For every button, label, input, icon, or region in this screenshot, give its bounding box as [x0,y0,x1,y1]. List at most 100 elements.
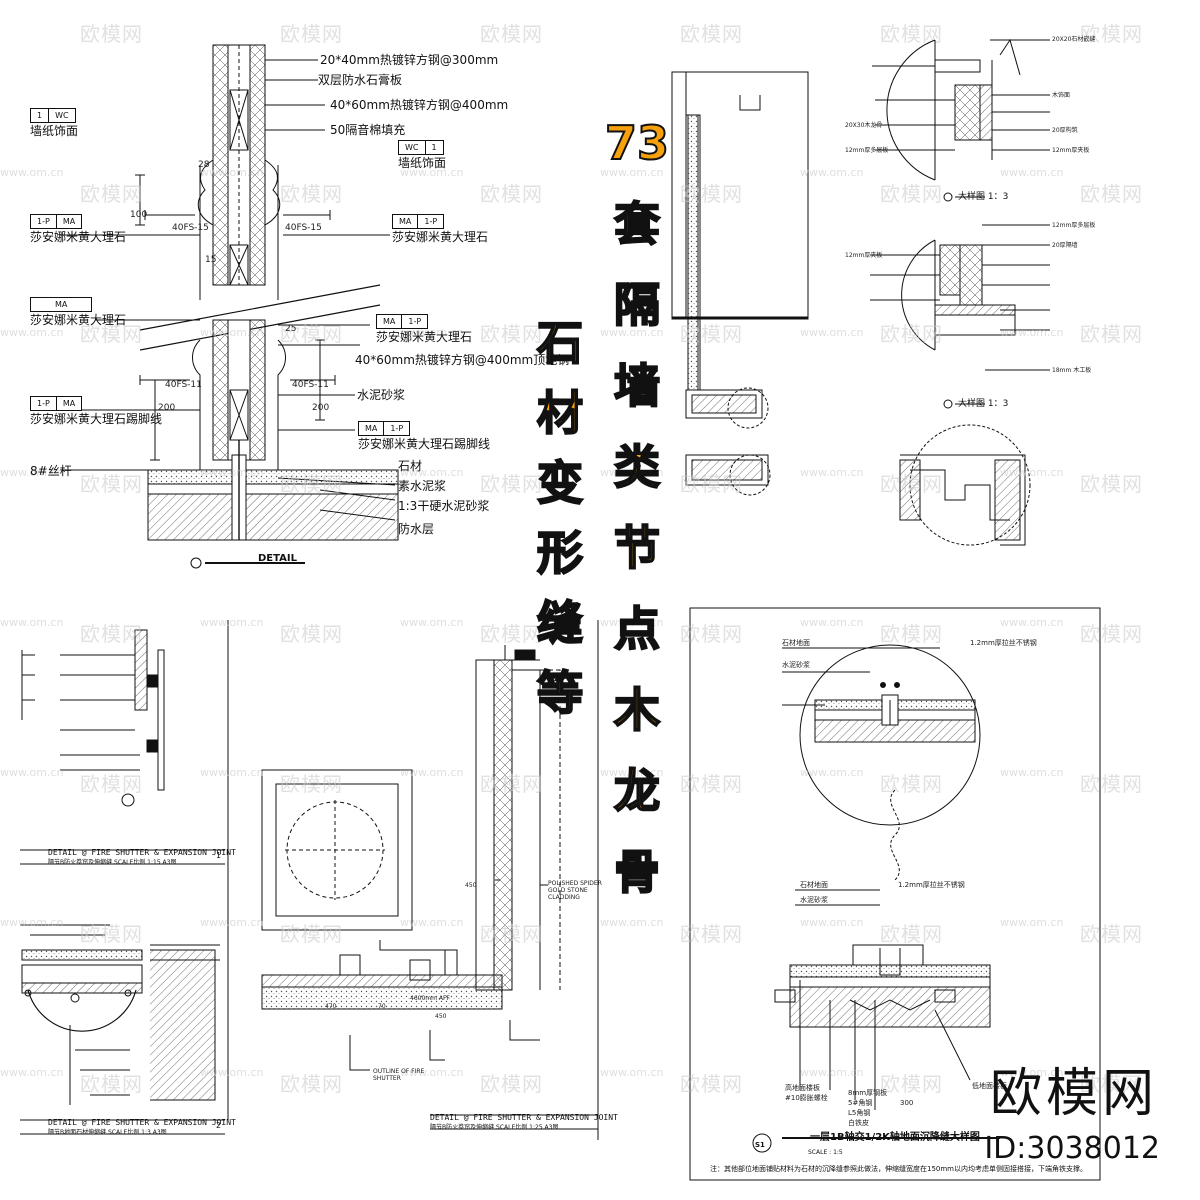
label: 莎安娜米黄大理石踢脚线 [30,412,163,426]
watermark-text: 欧模网 [1080,922,1143,946]
tag-cell: WC [399,141,426,154]
watermark-text: 欧模网 [80,622,143,646]
detail-bl-caption-2-sub: 隔节B地面石材伸缩缝 SCALE比例 1:3 A3图 [48,1129,167,1136]
watermark-url: www.om.cn [200,1066,264,1079]
label: 双层防水石膏板 [318,73,403,87]
dim: 450 [435,1013,447,1020]
tag-cell: MA [55,300,68,309]
title-char: 隔 [613,278,661,332]
watermark-url: www.om.cn [600,766,664,779]
detail-bl-caption-2: DETAIL @ FIRE SHUTTER & EXPANSION JOINT [48,1118,236,1127]
watermark-url: www.om.cn [0,1066,64,1079]
tag-cell: MA [62,399,76,408]
tag-ma-left-3: 1-P MA [30,396,83,411]
watermark-text: 欧模网 [280,322,343,346]
label: 石材地面 [800,881,828,889]
watermark-url: www.om.cn [0,466,64,479]
title-char: 石 [536,316,584,370]
label: 40*60mm热镀锌方钢@400mm顶地钢 [355,353,570,367]
watermark-url: www.om.cn [1000,326,1064,339]
watermark-text: 欧模网 [880,22,943,46]
watermark-text: 欧模网 [1080,472,1143,496]
title-char: 点 [613,602,661,656]
title-char: 缝 [536,596,584,650]
detail-br-title: 一层1B轴交1/2K轴地面沉降缝大样图 [810,1132,980,1143]
label: 40*60mm热镀锌方钢@400mm [330,98,509,112]
detail-top-right [870,38,1050,546]
label: 石材地面 [782,639,810,647]
watermark-text: 欧模网 [680,322,743,346]
watermark-url: www.om.cn [800,1066,864,1079]
title-char: 类 [613,440,661,494]
watermark-text: 欧模网 [480,322,543,346]
tag-wc-right: WC 1 [398,140,444,155]
watermark-text: 欧模网 [280,772,343,796]
title-char: 骨 [613,845,661,899]
detail-bl-num-1: 1 [216,851,221,860]
tag-cell: 1-P [390,424,404,433]
watermark-url: www.om.cn [0,766,64,779]
watermark-url: www.om.cn [200,766,264,779]
watermark-url: www.om.cn [800,466,864,479]
detail-settlement-joint [689,607,1101,1181]
watermark-text: 欧模网 [680,1072,743,1096]
watermark-text: 欧模网 [880,472,943,496]
title-char: 龙 [613,764,661,818]
watermark-url: www.om.cn [200,326,264,339]
dim: 100 [130,210,148,220]
watermark-text: 欧模网 [1080,22,1143,46]
title-char: 变 [536,456,584,510]
note: 12mm厚多层板 [1052,222,1096,229]
watermark-text: 欧模网 [880,922,943,946]
label: 50隔音棉填充 [330,123,406,137]
label: 莎安娜米黄大理石踢脚线 [358,437,491,451]
label: L5角钢 [848,1109,871,1117]
title-column-left: 石材变形缝等 [536,316,584,738]
watermark-text: 欧模网 [80,1072,143,1096]
label: 莎安娜米黄大理石 [376,330,473,344]
watermark-text: 欧模网 [680,182,743,206]
watermark-url: www.om.cn [400,466,464,479]
watermark-text: 欧模网 [80,182,143,206]
label: 8#丝杆 [30,464,72,478]
title-char: 73 [604,116,670,170]
note: OUTLINE OF FIRE SHUTTER [373,1068,425,1082]
watermark-text: 欧模网 [480,22,543,46]
watermark-text: 欧模网 [480,472,543,496]
watermark-url: www.om.cn [400,326,464,339]
detail1-caption: DETAIL [258,553,298,564]
tag-ma-right-2: MA 1-P [376,314,429,329]
detail-partition-section [60,44,399,569]
title-char: 形 [536,526,584,580]
level-label: 4600mm AFF [410,995,450,1002]
detail-bc-caption: DETAIL @ FIRE SHUTTER & EXPANSION JOINT [430,1113,618,1122]
watermark-url: www.om.cn [600,616,664,629]
tag-cell: 1-P [31,397,57,410]
note: 20厚构筑 [1052,127,1078,134]
watermark-text: 欧模网 [480,622,543,646]
detail-bl-caption-1-sub: 隔节B防火卷帘及伸缩缝 SCALE比例 1:15 A3图 [48,859,177,866]
tag-cell: 1 [431,143,437,152]
tag-cell: 1-P [424,217,438,226]
label: 白铁皮 [848,1119,869,1127]
tag-ma-left-1: 1-P MA [30,214,83,229]
watermark-text: 欧模网 [680,472,743,496]
tag-cell: MA [359,422,385,435]
watermark-url: www.om.cn [800,766,864,779]
dim: 15 [205,255,217,265]
label: 水泥砂浆 [357,388,406,402]
title-char: 套 [613,197,661,251]
detail-br-marker: S1 [755,1141,765,1149]
watermark-text: 欧模网 [480,922,543,946]
dim: 300 [900,1099,914,1107]
label: 1.2mm厚拉丝不锈钢 [898,881,965,889]
label: 20*40mm热镀锌方钢@300mm [320,53,499,67]
watermark-text: 欧模网 [880,182,943,206]
watermark-text: 欧模网 [680,772,743,796]
watermark-text: 欧模网 [480,1072,543,1096]
watermark-text: 欧模网 [280,182,343,206]
tag-cell: MA [393,215,419,228]
tag-wc-left: 1 WC [30,108,76,123]
note: 20厚隔墙 [1052,242,1078,249]
